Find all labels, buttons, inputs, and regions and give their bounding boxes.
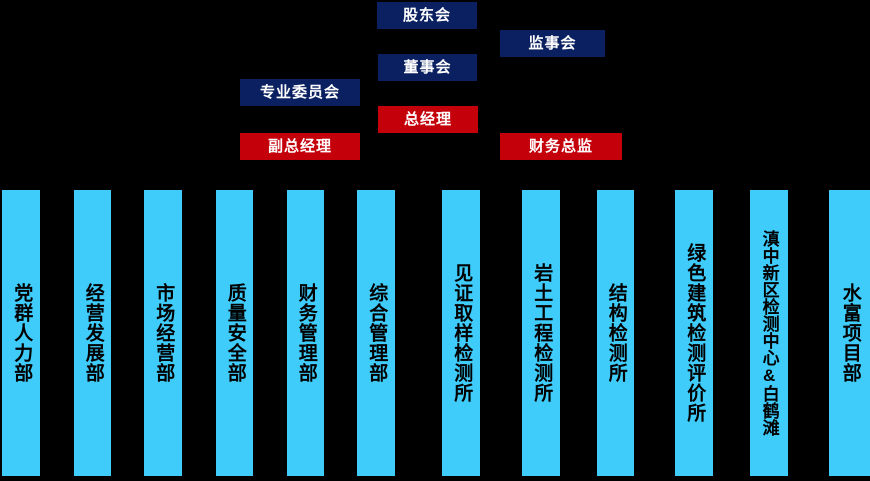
- exec-box-label: 董事会: [403, 59, 452, 76]
- dept-column-label: 财务管理部: [295, 283, 317, 383]
- exec-box-board-of-directors[interactable]: 董事会: [378, 54, 477, 81]
- dept-column-market-operations[interactable]: 市场经营部: [144, 190, 182, 476]
- dept-column-label: 水富项目部: [839, 283, 861, 383]
- exec-box-board-of-supervisors[interactable]: 监事会: [500, 30, 605, 57]
- dept-column-business-development[interactable]: 经营发展部: [74, 190, 111, 476]
- department-row: 党群人力部 经营发展部 市场经营部 质量安全部 财务管理部 综合管理部 见证取样…: [0, 190, 870, 476]
- dept-column-party-hr[interactable]: 党群人力部: [2, 190, 40, 476]
- dept-column-general-management[interactable]: 综合管理部: [357, 190, 395, 476]
- dept-column-quality-safety[interactable]: 质量安全部: [216, 190, 253, 476]
- dept-column-label: 党群人力部: [11, 283, 33, 383]
- dept-column-witness-sampling-lab[interactable]: 见证取样检测所: [442, 190, 480, 476]
- dept-column-finance-management[interactable]: 财务管理部: [287, 190, 324, 476]
- dept-column-label: 绿色建筑检测评价所: [684, 243, 706, 423]
- exec-box-deputy-general-manager[interactable]: 副总经理: [240, 133, 360, 160]
- dept-column-label: 岩土工程检测所: [531, 263, 553, 403]
- dept-column-label: 经营发展部: [82, 283, 104, 383]
- dept-column-geotechnical-engineering-lab[interactable]: 岩土工程检测所: [522, 190, 560, 476]
- exec-box-financial-director[interactable]: 财务总监: [500, 133, 622, 160]
- dept-column-label: 质量安全部: [224, 283, 246, 383]
- exec-box-professional-committee[interactable]: 专业委员会: [240, 79, 360, 106]
- exec-box-shareholders-meeting[interactable]: 股东会: [377, 2, 477, 29]
- exec-box-label: 副总经理: [267, 138, 332, 155]
- exec-box-label: 总经理: [403, 111, 452, 128]
- dept-column-label: 综合管理部: [366, 283, 388, 383]
- dept-column-green-building-evaluation-lab[interactable]: 绿色建筑检测评价所: [675, 190, 713, 476]
- dept-column-label: 结构检测所: [605, 283, 627, 383]
- dept-column-label: 见证取样检测所: [451, 263, 473, 403]
- exec-box-label: 股东会: [402, 7, 451, 24]
- dept-column-dianzhong-newarea-center[interactable]: 滇中新区检测中心&白鹤滩: [750, 190, 788, 476]
- dept-column-shuifu-project[interactable]: 水富项目部: [829, 190, 870, 476]
- exec-box-label: 监事会: [528, 35, 577, 52]
- dept-column-label: 市场经营部: [153, 283, 175, 383]
- dept-column-structural-testing-lab[interactable]: 结构检测所: [597, 190, 634, 476]
- exec-box-label: 财务总监: [528, 138, 593, 155]
- exec-box-label: 专业委员会: [259, 84, 340, 101]
- exec-box-general-manager[interactable]: 总经理: [378, 106, 478, 133]
- dept-column-label: 滇中新区检测中心&白鹤滩: [759, 230, 779, 436]
